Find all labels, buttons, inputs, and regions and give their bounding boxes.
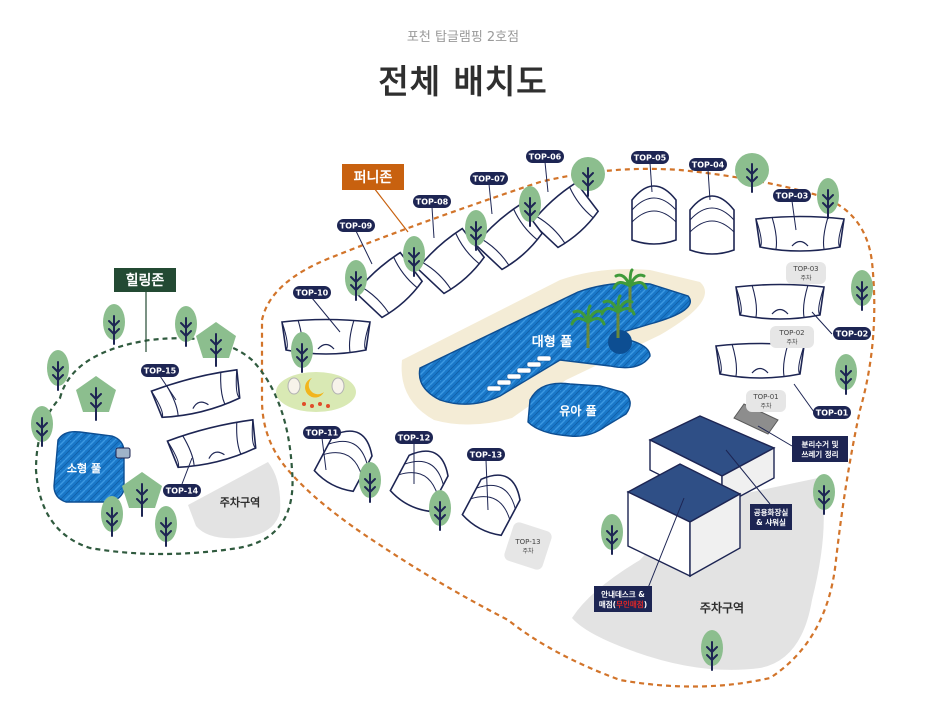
tent-top-05[interactable] (631, 185, 677, 245)
tent-top-14[interactable] (166, 416, 262, 473)
parking-spot-top-13: TOP-13 주차 (504, 522, 552, 570)
tree-icon (358, 461, 382, 503)
site-label-top-05[interactable]: TOP-05 (631, 151, 669, 193)
svg-text:주차: 주차 (760, 402, 772, 410)
tree-icon (100, 495, 124, 537)
site-label-top-10[interactable]: TOP-10 (293, 286, 341, 333)
tree-icon (174, 305, 198, 347)
site-label-top-14[interactable]: TOP-14 (163, 457, 201, 497)
funny-zone-badge: 퍼니존 (342, 164, 409, 233)
site-label-top-12[interactable]: TOP-12 (395, 431, 433, 484)
small-pool-label: 소형 풀 (67, 461, 101, 475)
svg-text:TOP-06: TOP-06 (529, 153, 562, 162)
recycling-area (733, 403, 779, 435)
tent-top-02[interactable] (735, 283, 825, 320)
svg-text:TOP-12: TOP-12 (398, 434, 430, 443)
svg-text:분리수거 및: 분리수거 및 (801, 439, 838, 449)
tent-top-01[interactable] (715, 342, 805, 379)
site-label-top-02[interactable]: TOP-02 (811, 311, 871, 340)
kids-pool: 유아 풀 (527, 382, 631, 437)
tree-icon (734, 152, 770, 193)
parking-area-right-label: 주차구역 (700, 600, 744, 615)
tree-icon (600, 513, 624, 555)
tree-icon (121, 471, 163, 517)
info-desk-store-building (626, 463, 742, 578)
svg-text:공용화장실: 공용화장실 (754, 507, 789, 517)
svg-text:TOP-01: TOP-01 (816, 409, 849, 418)
svg-text:TOP-14: TOP-14 (166, 487, 199, 496)
tent-top-04[interactable] (689, 195, 735, 255)
svg-text:TOP-03: TOP-03 (792, 265, 818, 273)
site-label-top-11[interactable]: TOP-11 (303, 426, 341, 471)
page-title: 전체 배치도 (378, 62, 548, 101)
site-label-top-04[interactable]: TOP-04 (689, 158, 727, 201)
svg-text:TOP-05: TOP-05 (634, 154, 667, 163)
svg-text:TOP-04: TOP-04 (692, 161, 725, 170)
svg-text:주차: 주차 (522, 547, 534, 555)
site-label-top-07[interactable]: TOP-07 (470, 172, 508, 215)
tree-icon (834, 353, 858, 395)
tree-icon (428, 489, 452, 531)
restroom-callout: 공용화장실 & 샤워실 (725, 449, 792, 530)
tree-icon (850, 269, 874, 311)
recycling-callout: 분리수거 및 쓰레기 정리 (757, 425, 848, 462)
svg-text:TOP-15: TOP-15 (144, 367, 177, 376)
site-label-top-01[interactable]: TOP-01 (793, 383, 851, 419)
site-label-top-06[interactable]: TOP-06 (526, 150, 564, 193)
site-label-top-15[interactable]: TOP-15 (141, 364, 179, 401)
svg-text:TOP-10: TOP-10 (296, 289, 329, 298)
garden-area (276, 372, 356, 412)
svg-text:매점(무인매점): 매점(무인매점) (599, 599, 647, 609)
svg-text:TOP-03: TOP-03 (776, 192, 808, 201)
site-label-top-03[interactable]: TOP-03 (773, 189, 811, 231)
parking-area-left (188, 462, 281, 539)
large-pool-label: 대형 풀 (532, 334, 572, 350)
tree-icon (30, 405, 54, 447)
parking-area-left-label: 주차구역 (220, 495, 260, 509)
site-label-top-13[interactable]: TOP-13 (467, 448, 505, 511)
tree-icon (816, 177, 840, 219)
tree-icon (46, 349, 70, 391)
tree-icon (195, 321, 237, 367)
healing-zone-badge: 힐링존 (114, 268, 176, 352)
tree-icon (154, 505, 178, 547)
healing-zone-boundary (34, 337, 294, 556)
svg-text:TOP-07: TOP-07 (473, 175, 505, 184)
svg-text:TOP-01: TOP-01 (752, 393, 778, 401)
parking-spot-top-01: TOP-01 주차 (746, 390, 786, 412)
healing-zone-label: 힐링존 (126, 272, 165, 289)
tent-top-03[interactable] (755, 215, 845, 252)
funny-zone-label: 퍼니존 (354, 170, 393, 186)
svg-text:쓰레기 정리: 쓰레기 정리 (801, 449, 838, 459)
tree-icon (290, 331, 314, 373)
svg-text:TOP-08: TOP-08 (416, 198, 449, 207)
svg-text:주차: 주차 (800, 274, 812, 282)
parking-spot-top-02: TOP-02 주차 (770, 326, 814, 348)
info-desk-callout: 안내데스크 & 매점(무인매점) (594, 497, 685, 612)
tent-top-06[interactable] (529, 179, 604, 253)
tree-icon (75, 375, 117, 421)
svg-text:TOP-02: TOP-02 (836, 330, 868, 339)
svg-text:TOP-13: TOP-13 (470, 451, 502, 460)
page-subtitle: 포천 탑글램핑 2호점 (406, 30, 520, 45)
kids-pool-label: 유아 풀 (559, 403, 596, 418)
svg-text:TOP-02: TOP-02 (778, 329, 804, 337)
svg-text:& 샤워실: & 샤워실 (756, 517, 786, 527)
funny-zone-boundary (260, 167, 876, 688)
small-pool: 소형 풀 (53, 430, 131, 503)
svg-text:TOP-11: TOP-11 (306, 429, 339, 438)
svg-text:안내데스크 &: 안내데스크 & (601, 589, 645, 599)
parking-spot-top-03: TOP-03 주차 (786, 262, 826, 284)
tree-icon (102, 303, 126, 345)
site-label-top-08[interactable]: TOP-08 (413, 195, 451, 239)
site-label-top-09[interactable]: TOP-09 (337, 219, 375, 265)
svg-text:TOP-09: TOP-09 (340, 222, 373, 231)
moon-icon (305, 378, 324, 398)
svg-text:TOP-13: TOP-13 (514, 538, 540, 546)
svg-text:주차: 주차 (786, 338, 798, 346)
